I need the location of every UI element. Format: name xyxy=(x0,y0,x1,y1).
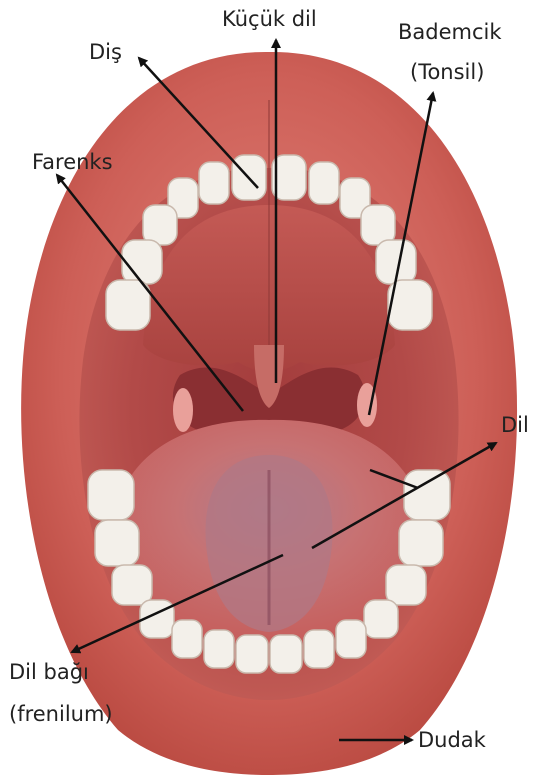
label-dil: Dil xyxy=(501,413,529,437)
label-dil-bagi-line2: (frenilum) xyxy=(9,702,113,726)
tooth xyxy=(172,620,202,658)
tooth xyxy=(95,520,139,566)
tooth xyxy=(386,565,426,605)
tooth xyxy=(236,635,268,673)
tooth xyxy=(361,205,395,245)
tooth xyxy=(364,600,398,638)
tooth xyxy=(88,470,134,520)
tooth xyxy=(204,630,234,668)
label-farenks: Farenks xyxy=(32,150,113,174)
tooth xyxy=(199,162,229,204)
tooth xyxy=(404,470,450,520)
tooth xyxy=(106,280,150,330)
label-dil-bagi-line1: Dil bağı xyxy=(9,660,89,684)
tooth xyxy=(270,635,302,673)
tooth xyxy=(122,240,162,284)
tooth xyxy=(309,162,339,204)
label-bademcik-line1: Bademcik xyxy=(398,20,502,44)
label-dis: Diş xyxy=(89,40,122,64)
tooth xyxy=(399,520,443,566)
tooth xyxy=(304,630,334,668)
label-kucuk-dil: Küçük dil xyxy=(222,7,317,31)
tooth xyxy=(143,205,177,245)
left-tonsil xyxy=(173,388,193,432)
tooth xyxy=(112,565,152,605)
label-dudak: Dudak xyxy=(418,728,486,752)
tooth xyxy=(336,620,366,658)
label-bademcik-line2: (Tonsil) xyxy=(410,60,484,84)
